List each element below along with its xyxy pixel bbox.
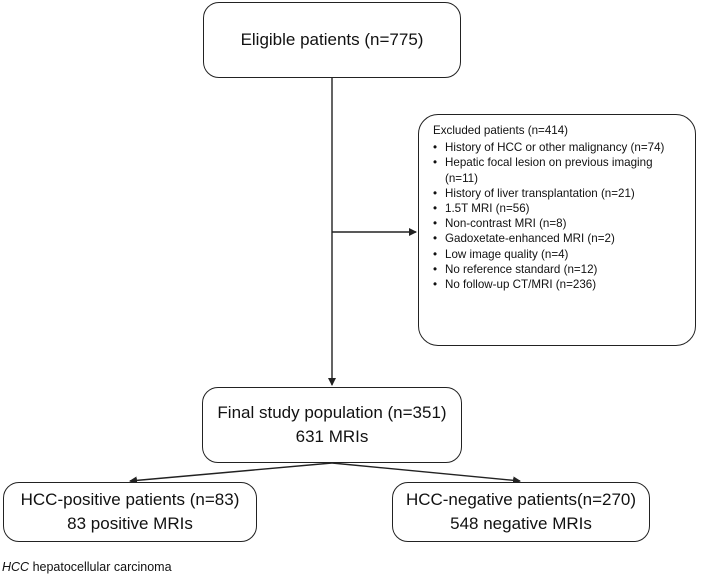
final-population-label: Final study population (n=351) bbox=[217, 403, 447, 422]
final-to-negative-arrow bbox=[331, 462, 521, 485]
exclusion-item: Gadoxetate-enhanced MRI (n=2) bbox=[433, 231, 685, 246]
exclusion-item: No follow-up CT/MRI (n=236) bbox=[433, 277, 685, 292]
footnote: HCC hepatocellular carcinoma bbox=[2, 560, 172, 574]
footnote-definition: hepatocellular carcinoma bbox=[29, 560, 172, 574]
hcc-positive-box: HCC-positive patients (n=83) 83 positive… bbox=[3, 482, 257, 542]
final-study-population-box: Final study population (n=351) 631 MRIs bbox=[202, 387, 462, 463]
eligible-patients-label: Eligible patients (n=775) bbox=[240, 30, 424, 49]
excluded-patients-title: Excluded patients (n=414) bbox=[433, 124, 569, 137]
exclusion-item: History of HCC or other malignancy (n=74… bbox=[433, 140, 685, 155]
exclusion-item: Low image quality (n=4) bbox=[433, 247, 685, 262]
eligible-patients-box: Eligible patients (n=775) bbox=[203, 2, 461, 78]
exclusion-item: 1.5T MRI (n=56) bbox=[433, 201, 685, 216]
exclusion-item: No reference standard (n=12) bbox=[433, 262, 685, 277]
final-to-positive-arrow bbox=[129, 462, 333, 485]
hcc-positive-label: HCC-positive patients (n=83) bbox=[20, 490, 240, 509]
excluded-patients-box: Excluded patients (n=414) History of HCC… bbox=[418, 114, 696, 346]
exclusion-item: Non-contrast MRI (n=8) bbox=[433, 216, 685, 231]
footnote-abbreviation: HCC bbox=[2, 560, 30, 574]
hcc-negative-mri-count: 548 negative MRIs bbox=[450, 514, 592, 533]
final-mri-count: 631 MRIs bbox=[295, 427, 369, 446]
hcc-negative-box: HCC-negative patients(n=270) 548 negativ… bbox=[392, 482, 650, 542]
hcc-negative-label: HCC-negative patients(n=270) bbox=[405, 490, 637, 509]
exclusion-item: History of liver transplantation (n=21) bbox=[433, 186, 685, 201]
hcc-positive-mri-count: 83 positive MRIs bbox=[67, 514, 193, 533]
exclusion-criteria-list: History of HCC or other malignancy (n=74… bbox=[433, 140, 685, 292]
exclusion-item: Hepatic focal lesion on previous imaging… bbox=[433, 155, 685, 185]
